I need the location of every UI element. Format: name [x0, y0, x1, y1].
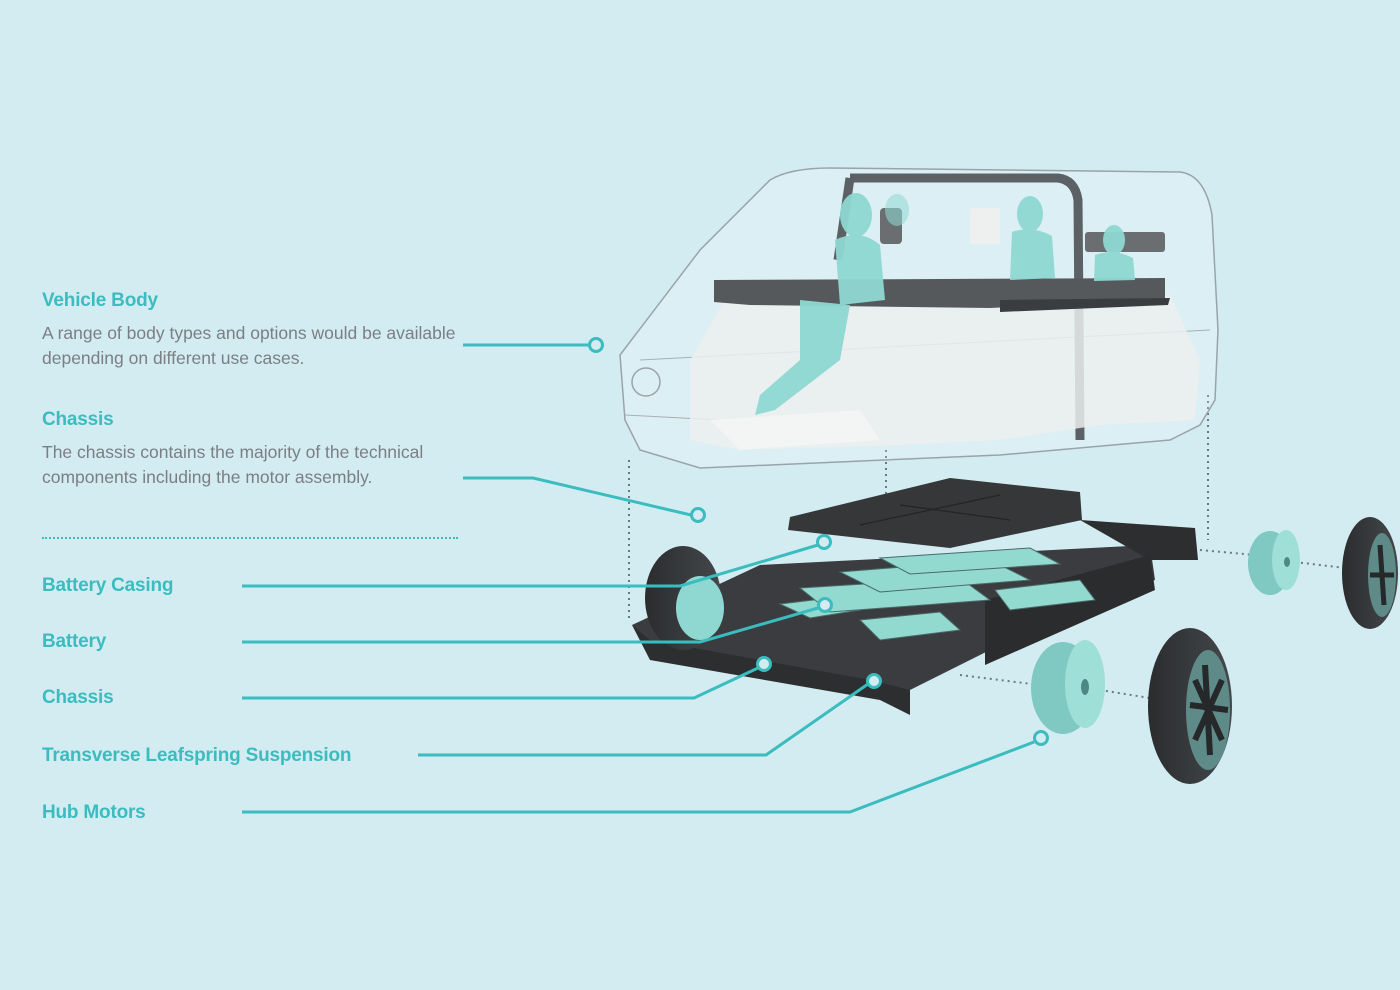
hub-motor-front [1031, 640, 1105, 734]
passenger-figures [755, 193, 1135, 415]
component-label-battery-casing: Battery Casing [42, 575, 174, 596]
battery-cells [778, 547, 1096, 641]
hub-motor-rear [1248, 530, 1300, 595]
section-separator [42, 537, 458, 539]
vehicle-body-marker[interactable] [588, 337, 604, 353]
component-label-hub-motors: Hub Motors [42, 802, 146, 823]
hub-motors-marker[interactable] [1033, 730, 1049, 746]
vehicle-body-title: Vehicle Body [42, 290, 158, 311]
leader-endpoints [588, 337, 1049, 746]
component-label-leafspring: Transverse Leafspring Suspension [42, 745, 352, 766]
front-left-wheel [645, 546, 724, 650]
leafspring-marker[interactable] [866, 673, 882, 689]
leader-lines [242, 343, 1035, 814]
vehicle-body [619, 167, 1219, 469]
wheel-rear-right [1342, 517, 1398, 629]
component-label-battery: Battery [42, 631, 107, 652]
vehicle-body-description: A range of body types and options would … [42, 323, 456, 368]
chassis-section-title: Chassis [42, 409, 114, 430]
battery-casing [788, 478, 1082, 548]
chassis-frame-marker[interactable] [756, 656, 772, 672]
dotted-guides [628, 395, 1346, 699]
chassis-marker[interactable] [690, 507, 706, 523]
battery-casing-marker[interactable] [816, 534, 832, 550]
chassis-section-description: The chassis contains the majority of the… [42, 442, 424, 487]
component-label-chassis: Chassis [42, 687, 114, 708]
wheel-front-right [1148, 628, 1232, 784]
battery-marker[interactable] [817, 597, 833, 613]
